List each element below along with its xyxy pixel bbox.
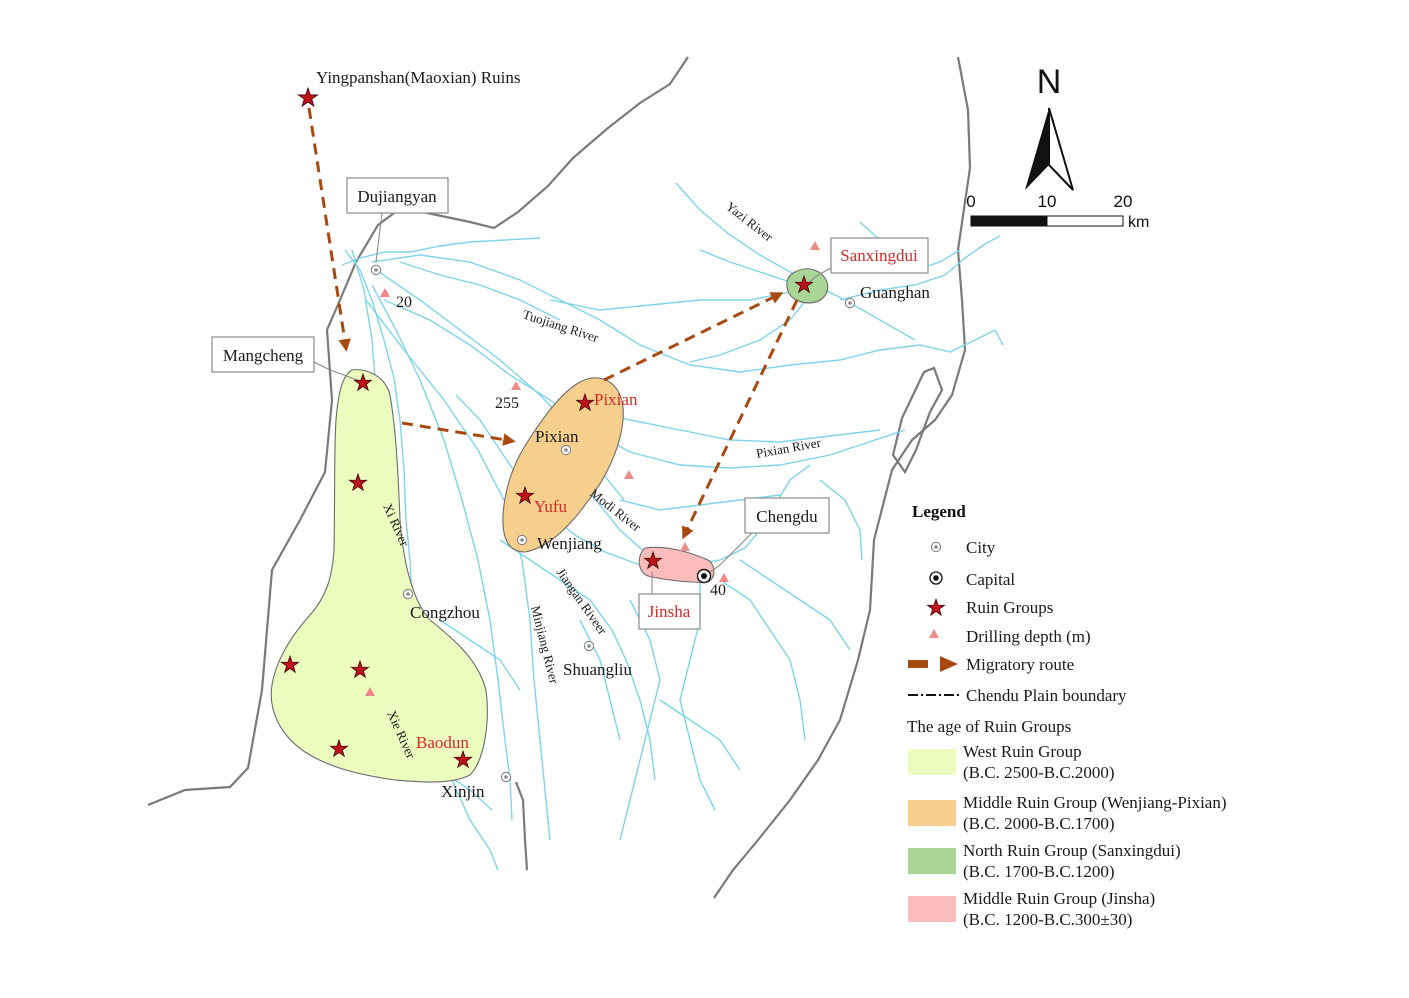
legend-city-symbol (930, 541, 942, 553)
city-marker-dujiangyan (370, 264, 382, 276)
drilling-label-255: 255 (495, 395, 519, 412)
drilling-marker (680, 542, 690, 551)
callout-sanxingdui: Sanxingdui (807, 237, 929, 284)
city-marker-guanghan (844, 297, 856, 309)
ruin-label-yufu: Yufu (534, 497, 568, 516)
city-label-dujiangyan: Dujiangyan (357, 187, 437, 206)
plain-boundary (147, 56, 972, 899)
scale-unit: km (1128, 214, 1149, 231)
drilling-marker-255 (511, 381, 521, 390)
route-mangcheng-pixian (401, 421, 516, 446)
city-label-congzhou: Congzhou (410, 603, 480, 622)
river-label-jiangan: Jiangan Riveer (554, 565, 611, 638)
ruin-label-yingpanshan: Yingpanshan(Maoxian) Ruins (316, 68, 520, 87)
ruin-label-pixian: Pixian (594, 390, 638, 409)
legend-capital-label: Capital (966, 570, 1015, 589)
callout-chengdu: Chengdu (705, 497, 830, 576)
legend-capital-symbol (929, 571, 943, 585)
drilling-marker (624, 470, 634, 479)
migratory-routes (307, 107, 799, 540)
ruin-label-jinsha: Jinsha (648, 602, 691, 621)
legend-group-middle1-period: (B.C. 2000-B.C.1700) (963, 814, 1115, 833)
scale-tick-20: 20 (1114, 192, 1133, 211)
scale-bar: 0 10 20 km (966, 192, 1149, 231)
route-pixian-sanxingdui (603, 292, 784, 382)
river-label-modi: Modi River (587, 486, 644, 535)
legend-group-north-name: North Ruin Group (Sanxingdui) (963, 841, 1181, 860)
legend-group-jinsha-period: (B.C. 1200-B.C.300±30) (963, 910, 1132, 929)
city-label-pixian: Pixian (535, 427, 579, 446)
legend-swatch-jinsha (908, 896, 956, 922)
city-label-xinjin: Xinjin (441, 782, 485, 801)
legend-group-north-period: (B.C. 1700-B.C.1200) (963, 862, 1115, 881)
legend-age-title: The age of Ruin Groups (907, 717, 1071, 736)
north-label: N (1037, 63, 1062, 101)
river-label-pixian: Pixian River (755, 435, 823, 461)
route-yingpanshan-mangcheng (307, 107, 351, 352)
city-marker-shuangliu (583, 640, 595, 652)
legend-group-middle1-name: Middle Ruin Group (Wenjiang-Pixian) (963, 793, 1227, 812)
legend-group-west-name: West Ruin Group (963, 742, 1082, 761)
legend: Legend City Capital Ruin Groups Drilling… (907, 502, 1227, 929)
legend-ruin-symbol (927, 598, 945, 616)
city-label-guanghan: Guanghan (860, 283, 930, 302)
city-marker-congzhou (402, 588, 414, 600)
city-label-wenjiang: Wenjiang (537, 534, 602, 553)
capital-marker-chengdu (696, 568, 712, 584)
legend-swatch-west (908, 749, 956, 775)
middle-jinsha-area (638, 546, 715, 583)
legend-swatch-middle-wenjiang (908, 800, 956, 826)
ruin-label-mangcheng: Mangcheng (223, 346, 304, 365)
drilling-label-20: 20 (396, 294, 412, 311)
callout-mangcheng: Mangcheng (211, 336, 361, 382)
legend-group-west-period: (B.C. 2500-B.C.2000) (963, 763, 1115, 782)
route-sanxingdui-jinsha (682, 299, 799, 540)
scale-tick-0: 0 (966, 192, 975, 211)
callout-dujiangyan: Dujiangyan (346, 177, 449, 263)
ruin-star-yingpanshan (298, 87, 318, 107)
scale-tick-10: 10 (1038, 192, 1057, 211)
legend-drilling-symbol (929, 629, 939, 638)
legend-swatch-north (908, 848, 956, 874)
drilling-label-40: 40 (710, 582, 726, 599)
ruin-label-baodun: Baodun (416, 733, 469, 752)
legend-boundary-label: Chendu Plain boundary (966, 686, 1127, 705)
middle-wenjiang-pixian-area (502, 377, 624, 553)
river-label-tuojiang: Tuojiang River (521, 307, 601, 346)
river-label-yazi: Yazi River (723, 199, 776, 245)
west-ruin-group-area (270, 369, 488, 783)
callout-jinsha: Jinsha (638, 572, 701, 630)
city-marker-pixian (560, 444, 572, 456)
ruin-group-areas (270, 268, 829, 783)
north-arrow: N (1025, 63, 1074, 191)
city-marker-wenjiang (516, 534, 528, 546)
legend-group-jinsha-name: Middle Ruin Group (Jinsha) (963, 889, 1155, 908)
legend-migratory-symbol (908, 656, 958, 672)
city-marker-xinjin (500, 771, 512, 783)
city-markers (370, 264, 856, 783)
legend-city-label: City (966, 538, 996, 557)
legend-migratory-label: Migratory route (966, 655, 1074, 674)
drilling-marker (810, 241, 820, 250)
city-label-shuangliu: Shuangliu (563, 660, 632, 679)
drilling-marker-40 (719, 573, 729, 582)
ruin-label-sanxingdui: Sanxingdui (840, 246, 918, 265)
legend-drilling-label: Drilling depth (m) (966, 627, 1091, 646)
legend-title: Legend (912, 502, 966, 521)
drilling-marker-20 (380, 288, 390, 297)
city-label-chengdu: Chengdu (756, 507, 818, 526)
legend-ruin-label: Ruin Groups (966, 598, 1053, 617)
